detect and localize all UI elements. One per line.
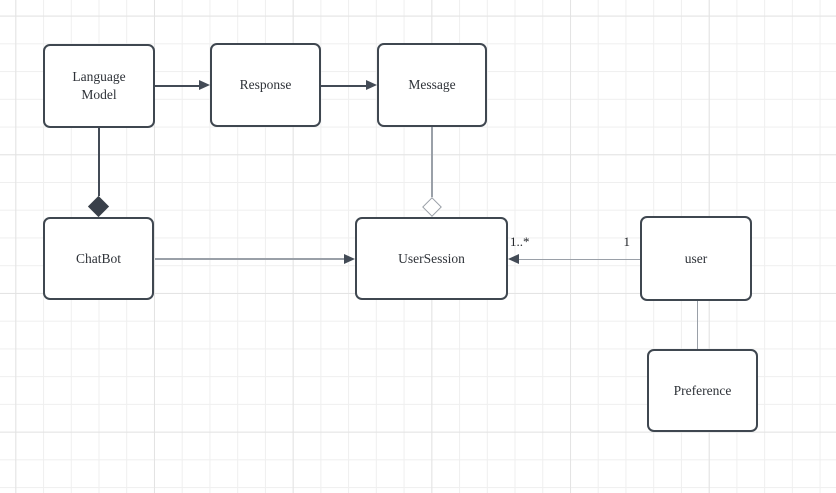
edge-line[interactable] <box>155 258 344 260</box>
node-label: Preference <box>673 382 732 398</box>
multiplicity-target-label: 1..* <box>510 234 530 249</box>
node-language-model[interactable]: Language Model <box>43 44 155 128</box>
edge-line[interactable] <box>321 84 366 87</box>
node-label: Language Model <box>72 69 126 102</box>
arrowhead-icon[interactable] <box>366 80 377 90</box>
node-label: Message <box>408 77 456 93</box>
edge-line[interactable] <box>519 258 640 260</box>
node-message[interactable]: Message <box>377 43 487 127</box>
node-label: ChatBot <box>75 250 121 266</box>
node-chatbot[interactable]: ChatBot <box>43 217 154 300</box>
node-label: Response <box>239 77 292 93</box>
node-preference[interactable]: Preference <box>647 349 758 432</box>
arrowhead-icon[interactable] <box>199 80 210 90</box>
edge-line[interactable] <box>155 84 203 87</box>
node-user[interactable]: user <box>640 216 752 301</box>
node-label: UserSession <box>398 250 465 266</box>
node-label: user <box>684 250 708 266</box>
aggregation-diamond-icon[interactable] <box>422 197 442 217</box>
composition-diamond-icon[interactable] <box>87 195 110 218</box>
arrowhead-icon[interactable] <box>344 253 355 264</box>
node-usersession[interactable]: UserSession <box>355 217 508 300</box>
edge-line[interactable] <box>696 301 698 349</box>
arrowhead-icon[interactable] <box>508 253 519 264</box>
multiplicity-source-label: 1 <box>623 234 631 249</box>
node-response[interactable]: Response <box>210 43 321 127</box>
edge-line[interactable] <box>431 127 433 197</box>
edge-line[interactable] <box>97 128 100 196</box>
